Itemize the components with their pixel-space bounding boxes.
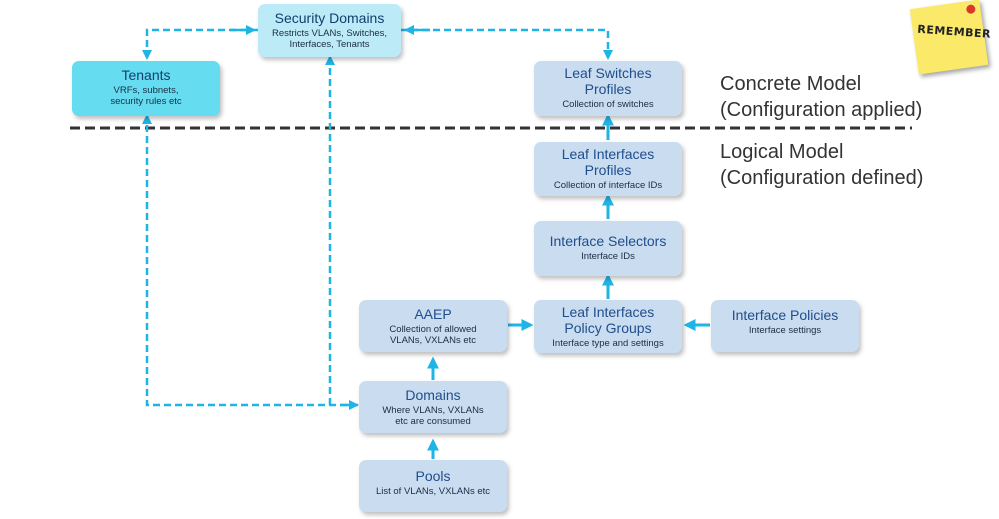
leaf-switches-profiles-title: Leaf Switches Profiles xyxy=(564,65,652,97)
node-interface-selectors: Interface Selectors Interface IDs xyxy=(534,221,682,276)
node-domains: Domains Where VLANs, VXLANs etc are cons… xyxy=(359,381,507,433)
concrete-model-sublabel: (Configuration applied) xyxy=(720,99,923,121)
sticky-note-text: REMEMBER xyxy=(916,22,992,41)
pools-title: Pools xyxy=(415,468,451,484)
aaep-sub: Collection of allowed VLANs, VXLANs etc xyxy=(389,324,477,346)
tenants-sub: VRFs, subnets, security rules etc xyxy=(110,85,182,107)
domains-sub: Where VLANs, VXLANs etc are consumed xyxy=(382,405,484,427)
node-leaf-interfaces-policy-groups: Leaf Interfaces Policy Groups Interface … xyxy=(534,300,682,353)
pushpin-icon xyxy=(965,4,976,15)
domains-title: Domains xyxy=(405,387,461,403)
node-leaf-interfaces-profiles: Leaf Interfaces Profiles Collection of i… xyxy=(534,142,682,196)
security-domains-sub: Restricts VLANs, Switches, Interfaces, T… xyxy=(271,28,388,50)
leaf-interfaces-profiles-sub: Collection of interface IDs xyxy=(553,180,663,191)
logical-model-sublabel: (Configuration defined) xyxy=(720,167,924,189)
node-pools: Pools List of VLANs, VXLANs etc xyxy=(359,460,507,512)
security-domains-title: Security Domains xyxy=(274,10,385,26)
pools-sub: List of VLANs, VXLANs etc xyxy=(375,486,491,497)
leaf-interfaces-policy-groups-title: Leaf Interfaces Policy Groups xyxy=(561,304,655,336)
node-leaf-switches-profiles: Leaf Switches Profiles Collection of swi… xyxy=(534,61,682,116)
leaf-switches-profiles-sub: Collection of switches xyxy=(562,99,654,110)
dashed-security-to-tenants xyxy=(142,28,258,60)
leaf-interfaces-profiles-title: Leaf Interfaces Profiles xyxy=(561,146,655,178)
tenants-title: Tenants xyxy=(121,67,171,83)
interface-policies-title: Interface Policies xyxy=(731,307,839,323)
leaf-interfaces-policy-groups-sub: Interface type and settings xyxy=(552,338,664,349)
node-aaep: AAEP Collection of allowed VLANs, VXLANs… xyxy=(359,300,507,352)
interface-selectors-title: Interface Selectors xyxy=(549,233,667,249)
node-interface-policies: Interface Policies Interface settings xyxy=(711,300,859,352)
dashed-security-to-leaf-switches xyxy=(400,28,613,60)
remember-sticky-note: REMEMBER xyxy=(909,0,992,75)
interface-policies-sub: Interface settings xyxy=(748,325,822,336)
dashed-domains-to-tenants xyxy=(142,114,358,407)
concrete-model-label: Concrete Model xyxy=(720,73,862,95)
node-tenants: Tenants VRFs, subnets, security rules et… xyxy=(72,61,220,116)
logical-model-label: Logical Model xyxy=(720,141,844,163)
node-security-domains: Security Domains Restricts VLANs, Switch… xyxy=(258,4,401,57)
aaep-title: AAEP xyxy=(414,306,452,322)
interface-selectors-sub: Interface IDs xyxy=(581,251,635,262)
